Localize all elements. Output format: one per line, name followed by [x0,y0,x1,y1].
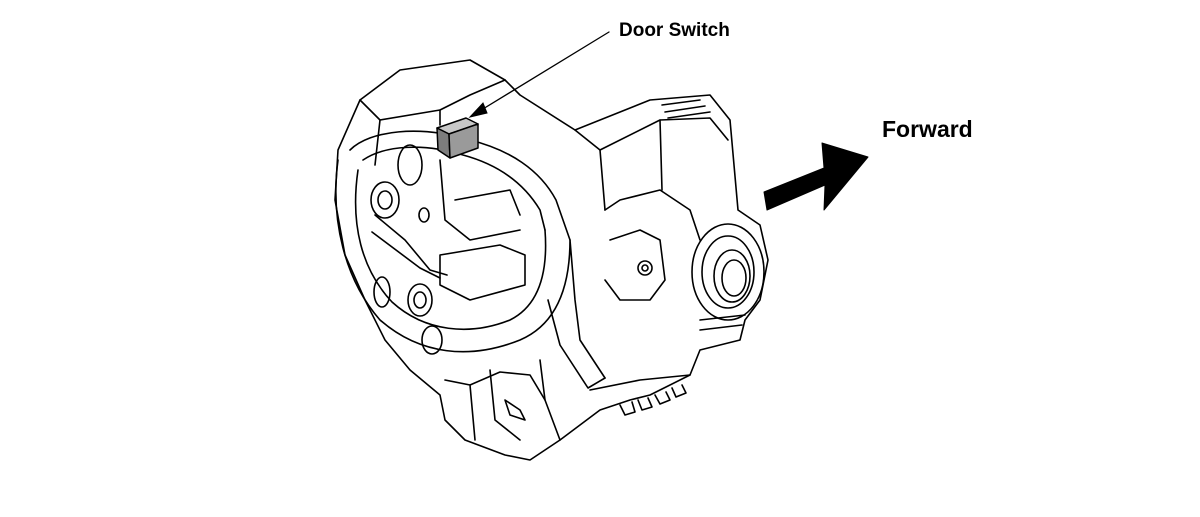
lock-assembly-drawing [334,31,769,461]
callout-leader-line [477,31,610,113]
door-switch-callout-label: Door Switch [619,20,730,41]
forward-direction-arrow [763,142,869,211]
door-switch-part [436,117,479,159]
loop-outer [335,159,606,379]
loop-inner [354,169,547,330]
lock-cylinder-outer [691,223,765,321]
hole-lower [407,283,433,317]
callout-arrowhead [468,102,488,118]
right-block [574,117,729,151]
forward-direction-label: Forward [882,116,973,142]
lock-cylinder-inner [713,249,751,303]
hole-upper [397,144,423,186]
